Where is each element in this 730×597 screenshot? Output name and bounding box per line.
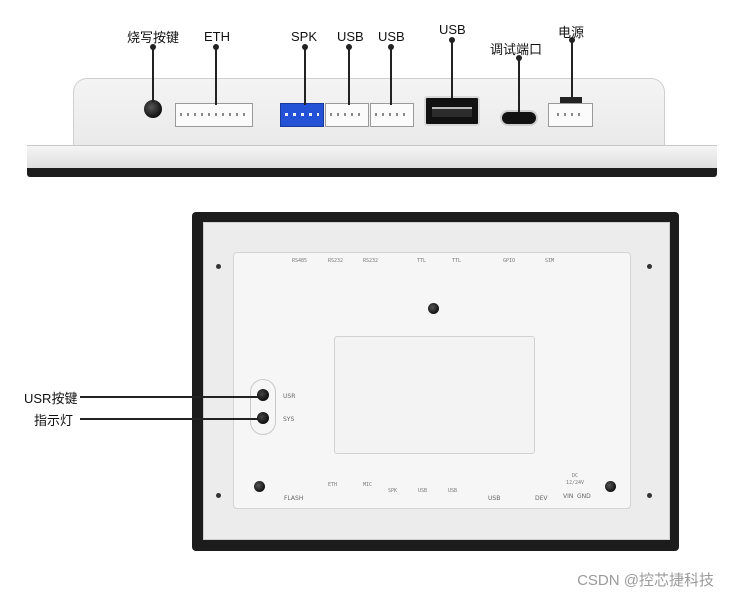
silk-usb-c: USB	[488, 495, 501, 502]
silk-voltage: 12/24V	[566, 480, 585, 486]
silk-spk: SPK	[388, 488, 398, 494]
silk-usb-b: USB	[448, 488, 458, 494]
silk-ttl-b: TTL	[452, 258, 462, 264]
spk-connector	[280, 103, 324, 127]
callout-dot-power	[569, 37, 575, 43]
callout-dot-burn	[150, 44, 156, 50]
silk-eth: ETH	[328, 482, 338, 488]
callout-dot-usb2	[388, 44, 394, 50]
eth-connector	[175, 103, 253, 127]
label-area	[334, 336, 535, 454]
label-usb-3: USB	[439, 22, 466, 37]
callout-line-debug	[518, 58, 520, 112]
screw-small-br	[647, 493, 652, 498]
label-indicator: 指示灯	[34, 413, 74, 428]
silk-mic: MIC	[363, 482, 373, 488]
silk-ttl-a: TTL	[417, 258, 427, 264]
callout-dot-usb1	[346, 44, 352, 50]
callout-line-usb1	[348, 47, 350, 105]
screw-small-tl	[216, 264, 221, 269]
silk-sys: SYS	[283, 416, 295, 423]
silk-dev: DEV	[535, 495, 548, 502]
callout-dot-spk	[302, 44, 308, 50]
callout-dot-usb3	[449, 37, 455, 43]
button-housing	[250, 379, 276, 435]
usb-a-port	[424, 96, 480, 126]
screw-small-tr	[647, 264, 652, 269]
callout-line-usb3	[451, 40, 453, 98]
label-burn-button: 烧写按键	[127, 30, 180, 45]
front-bezel	[27, 145, 717, 170]
screw-center	[428, 303, 439, 314]
callout-line-usb2	[390, 47, 392, 105]
label-usb-2: USB	[378, 29, 405, 44]
silk-gnd: GND	[577, 493, 591, 500]
label-debug-port: 调试端口	[490, 42, 543, 57]
burn-button	[144, 100, 162, 118]
screw-small-bl	[216, 493, 221, 498]
usb-header-2	[370, 103, 414, 127]
silk-gpio: GPIO	[503, 258, 516, 264]
watermark: CSDN @控芯捷科技	[577, 572, 714, 589]
silk-usb-a: USB	[418, 488, 428, 494]
label-usb-1: USB	[337, 29, 364, 44]
silk-vin: VIN	[563, 493, 574, 500]
label-usr-button: USR按键	[24, 391, 78, 406]
power-connector	[548, 103, 593, 127]
callout-line-eth	[215, 47, 217, 105]
callout-line-spk	[304, 47, 306, 105]
silk-rs485: RS485	[292, 258, 308, 264]
callout-line-indicator	[80, 418, 258, 420]
silk-dc: DC	[572, 473, 579, 479]
usb-header-1	[325, 103, 369, 127]
callout-dot-debug	[516, 55, 522, 61]
silk-rs232-a: RS232	[328, 258, 344, 264]
screw-bottom-right	[605, 481, 616, 492]
screw-bottom-left	[254, 481, 265, 492]
callout-line-power	[571, 40, 573, 98]
silk-rs232-b: RS232	[363, 258, 379, 264]
sys-indicator	[257, 412, 269, 424]
callout-line-usr	[80, 396, 258, 398]
callout-dot-eth	[213, 44, 219, 50]
silk-usr: USR	[283, 393, 296, 400]
label-spk: SPK	[291, 29, 318, 44]
usr-button	[257, 389, 269, 401]
callout-line-burn	[152, 47, 154, 102]
usb-c-debug-port	[500, 110, 538, 126]
label-power: 电源	[558, 25, 585, 40]
front-bezel-edge	[27, 168, 717, 177]
silk-sim: SIM	[545, 258, 555, 264]
power-connector-latch	[560, 97, 582, 103]
silk-flash: FLASH	[284, 495, 304, 502]
label-eth: ETH	[204, 29, 230, 44]
